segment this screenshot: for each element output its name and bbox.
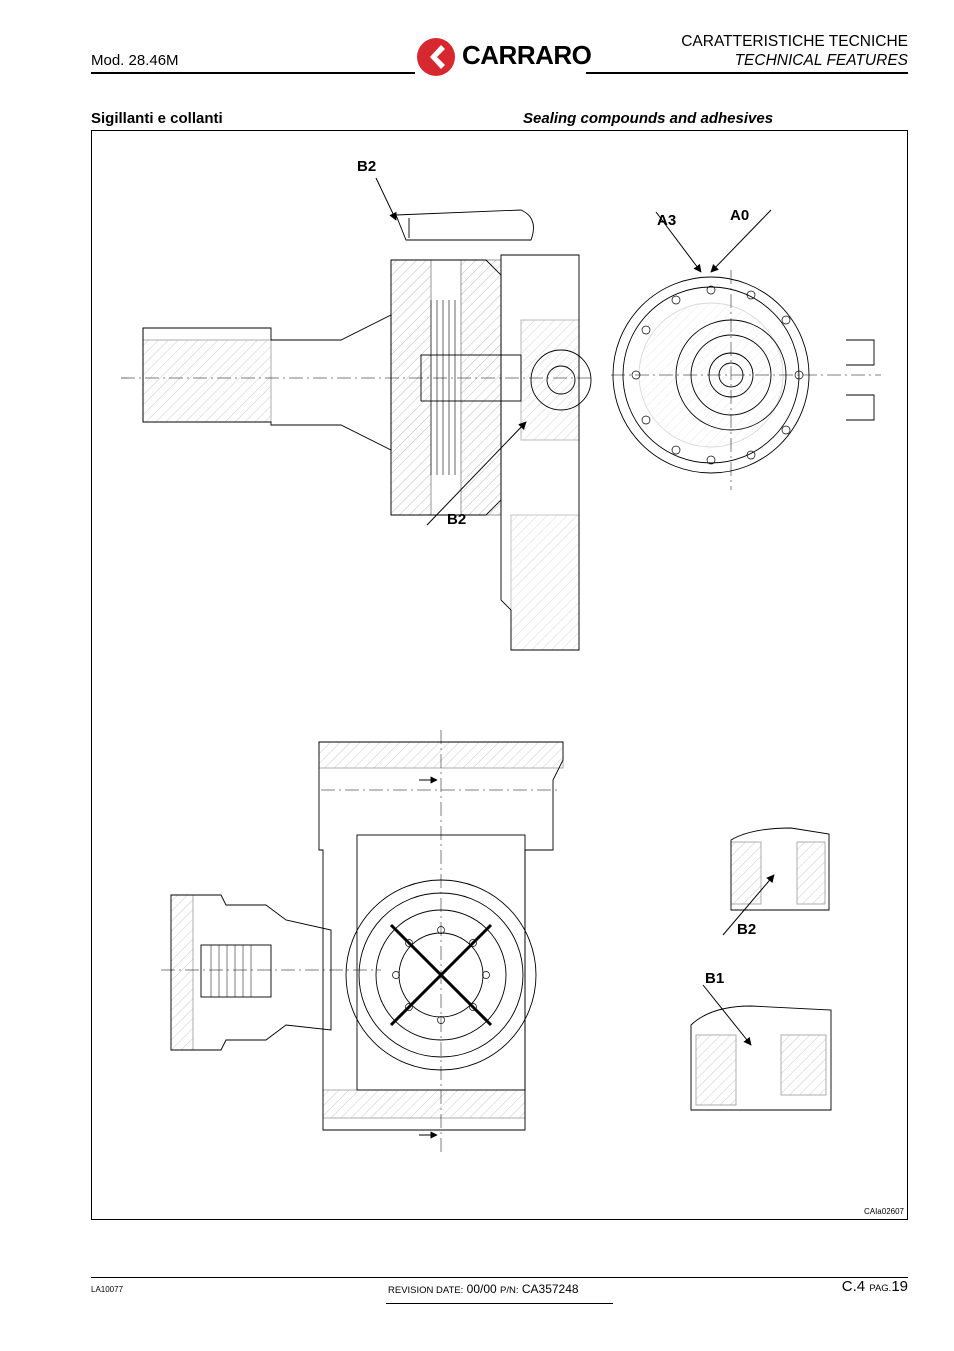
model-label: Mod. 28.46M <box>91 52 179 69</box>
wheel-flange-view <box>611 270 881 490</box>
doc-code: LA10077 <box>91 1285 124 1294</box>
callout-b1: B1 <box>705 970 724 987</box>
axle-section-view <box>121 209 592 651</box>
callout-b2-detail: B2 <box>737 921 756 938</box>
pn-value: CA357248 <box>521 1282 579 1296</box>
drawing-frame <box>91 130 908 1220</box>
technical-drawing: B2 B2 A3 A0 B2 B1 <box>121 158 881 1152</box>
callout-a3: A3 <box>657 212 676 229</box>
callout-a0: A0 <box>730 207 749 224</box>
carraro-logo-icon <box>417 38 455 76</box>
revision-info: REVISION DATE: 00/00 P/N: CA357248 <box>388 1282 579 1296</box>
section-title-it: Sigillanti e collanti <box>91 110 223 127</box>
callout-b2-mid: B2 <box>447 511 466 528</box>
section-ref: C.4 <box>841 1278 866 1295</box>
page-label: PAG. <box>869 1283 892 1294</box>
detail-views <box>690 827 832 1111</box>
drawing-code: CAIa02607 <box>863 1207 904 1216</box>
section-title-en: Sealing compounds and adhesives <box>523 110 774 127</box>
header-title-it: CARATTERISTICHE TECNICHE <box>681 33 908 50</box>
header-title-en: TECHNICAL FEATURES <box>734 52 908 69</box>
differential-housing-view <box>161 730 564 1152</box>
revision-value: 00/00 <box>466 1282 497 1296</box>
callout-leaders <box>375 177 775 1046</box>
header-rule-right <box>586 72 908 74</box>
revision-rule <box>386 1303 613 1304</box>
header-rule-left <box>91 72 415 74</box>
page-ref: C.4 PAG.19 <box>842 1278 908 1295</box>
footer-rule <box>91 1277 908 1278</box>
pn-label: P/N: <box>500 1285 519 1296</box>
brand-wordmark: CARRARO <box>462 40 592 70</box>
page-number: 19 <box>891 1278 908 1295</box>
callout-b2-top: B2 <box>357 158 376 175</box>
revision-label: REVISION DATE: <box>388 1285 464 1296</box>
